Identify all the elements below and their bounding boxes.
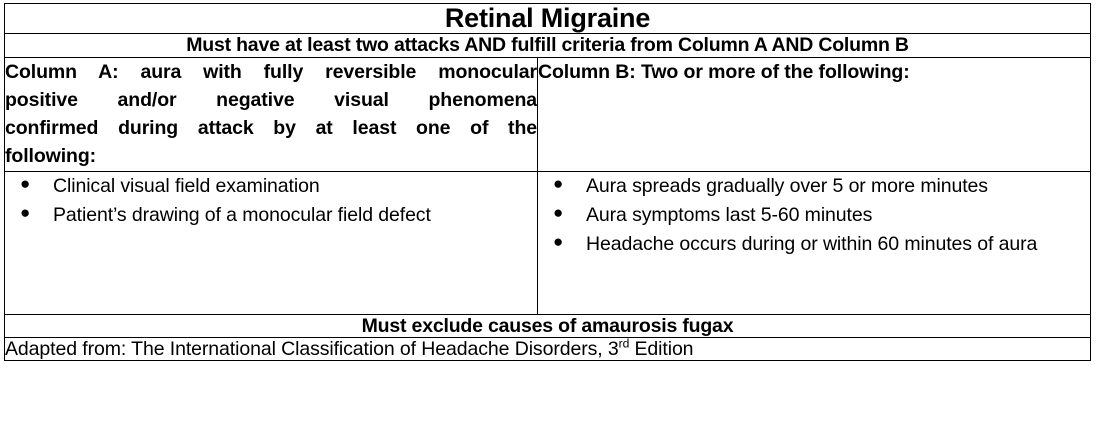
column-a-criteria-list: ● Clinical visual field examination ● Pa… [5, 172, 537, 230]
source-prefix-text: Adapted from: The International Classifi… [5, 338, 619, 361]
bullet-icon: ● [20, 202, 31, 222]
table-row-column-headers: Column A: aura with fully reversible mon… [4, 56, 1091, 172]
requirement-statement: Must have at least two attacks AND fulfi… [4, 33, 1091, 58]
column-a-header-line-4: following: [5, 145, 97, 168]
table-title: Retinal Migraine [4, 2, 1091, 35]
list-item-label: Patient’s drawing of a monocular field d… [53, 203, 431, 226]
list-item: ● Patient’s drawing of a monocular field… [5, 201, 537, 229]
bullet-icon: ● [20, 173, 31, 193]
column-b-header-text: Column B: Two or more of the following: [538, 60, 910, 83]
list-item-label: Clinical visual field examination [53, 174, 320, 197]
table-row-title: Retinal Migraine [4, 2, 1091, 35]
bullet-icon: ● [553, 173, 564, 193]
list-item: ● Aura symptoms last 5-60 minutes [538, 201, 1090, 229]
column-a-header-line-2: positive and/or negative visual phenomen… [5, 88, 537, 111]
table-row-source: Adapted from: The International Classifi… [4, 336, 1091, 362]
source-ordinal-suffix: rd [618, 336, 630, 351]
retinal-migraine-criteria-table: Retinal Migraine Must have at least two … [4, 2, 1091, 362]
column-a-header-line-1: Column A: aura with fully reversible mon… [5, 60, 537, 83]
table-row-criteria-lists: ● Clinical visual field examination ● Pa… [4, 170, 1091, 315]
list-item: ● Headache occurs during or within 60 mi… [538, 230, 1090, 258]
column-b-criteria-list-cell: ● Aura spreads gradually over 5 or more … [537, 170, 1091, 315]
source-suffix-text: Edition [629, 338, 694, 361]
table-row-requirement: Must have at least two attacks AND fulfi… [4, 33, 1091, 58]
bullet-icon: ● [553, 202, 564, 222]
list-item: ● Clinical visual field examination [5, 172, 537, 200]
column-b-criteria-list: ● Aura spreads gradually over 5 or more … [538, 172, 1090, 259]
bullet-icon: ● [553, 232, 564, 252]
column-a-header-line-3: confirmed during attack by at least one … [5, 117, 537, 140]
list-item-label: Aura spreads gradually over 5 or more mi… [586, 174, 988, 197]
table-row-exclusion: Must exclude causes of amaurosis fugax [4, 313, 1091, 339]
list-item-label: Headache occurs during or within 60 minu… [586, 233, 1038, 256]
source-attribution: Adapted from: The International Classifi… [4, 336, 1091, 362]
column-a-header: Column A: aura with fully reversible mon… [4, 56, 538, 172]
exclusion-statement: Must exclude causes of amaurosis fugax [4, 313, 1091, 339]
column-b-header: Column B: Two or more of the following: [537, 56, 1091, 172]
list-item: ● Aura spreads gradually over 5 or more … [538, 172, 1090, 200]
column-a-criteria-list-cell: ● Clinical visual field examination ● Pa… [4, 170, 538, 315]
list-item-label: Aura symptoms last 5-60 minutes [586, 203, 873, 226]
